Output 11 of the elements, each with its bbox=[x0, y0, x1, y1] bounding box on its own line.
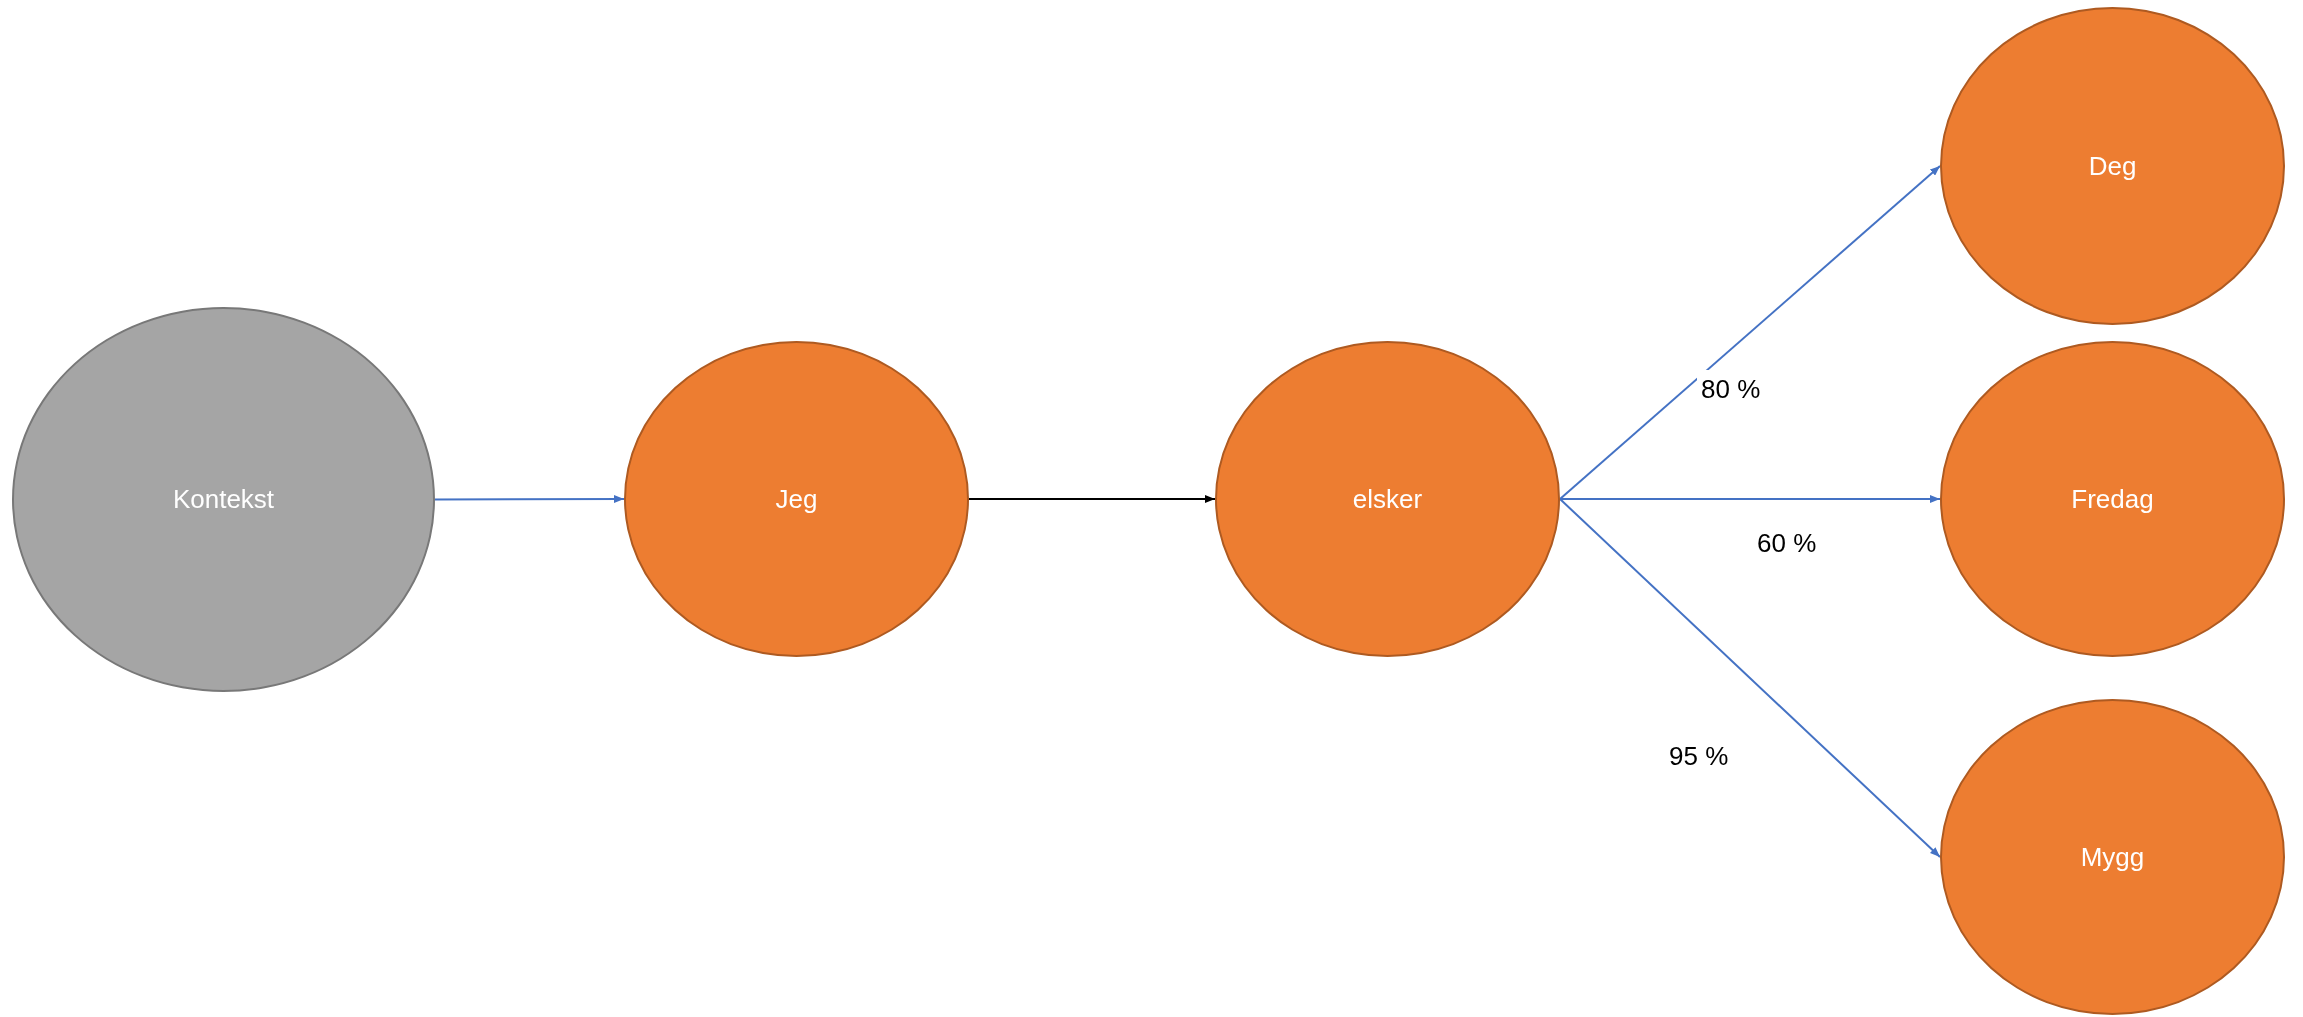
node-label: Deg bbox=[2088, 149, 2137, 183]
node-label: Jeg bbox=[775, 482, 818, 516]
arrow bbox=[1559, 495, 1941, 503]
arrow bbox=[1559, 498, 1941, 858]
node-label: Fredag bbox=[2071, 482, 2154, 516]
arrow bbox=[968, 495, 1216, 503]
node-label: Mygg bbox=[2080, 840, 2145, 874]
node-label: Kontekst bbox=[172, 483, 275, 516]
node-label: elsker bbox=[1352, 482, 1423, 516]
arrow bbox=[434, 495, 625, 504]
arrow bbox=[1559, 165, 1941, 500]
